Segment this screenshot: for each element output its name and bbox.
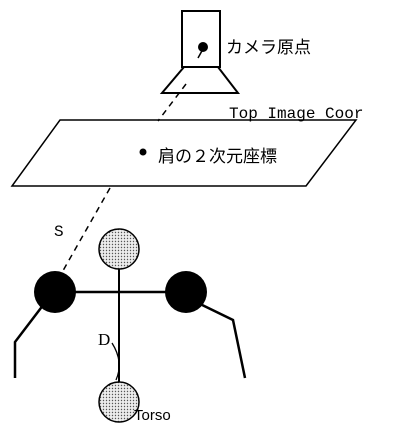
top-image-coords-label: Top Image Coor bbox=[229, 105, 363, 123]
projection-line-upper bbox=[157, 83, 187, 122]
shoulder-2d-point bbox=[139, 148, 147, 156]
distance-d-arc bbox=[111, 342, 120, 381]
right-arm bbox=[195, 300, 247, 379]
right-shoulder-joint bbox=[165, 271, 207, 313]
d-label: D bbox=[98, 330, 110, 349]
left-arm bbox=[13, 299, 48, 378]
camera-mount bbox=[159, 66, 241, 94]
camera-origin-dot bbox=[198, 42, 208, 52]
camera-body bbox=[181, 10, 221, 68]
torso-circle bbox=[98, 381, 140, 423]
body-figure bbox=[13, 228, 247, 423]
camera-origin-label: カメラ原点 bbox=[226, 38, 311, 58]
head-circle bbox=[98, 228, 140, 270]
image-plane bbox=[10, 119, 358, 187]
left-shoulder-joint bbox=[34, 271, 76, 313]
s-label: S bbox=[54, 223, 64, 241]
shoulder-2d-coords-label: 肩の２次元座標 bbox=[158, 147, 277, 167]
camera bbox=[159, 10, 241, 94]
torso-label: Torso bbox=[134, 407, 171, 424]
projection-line-lower bbox=[55, 187, 111, 284]
camera-origin-tick bbox=[197, 48, 204, 59]
